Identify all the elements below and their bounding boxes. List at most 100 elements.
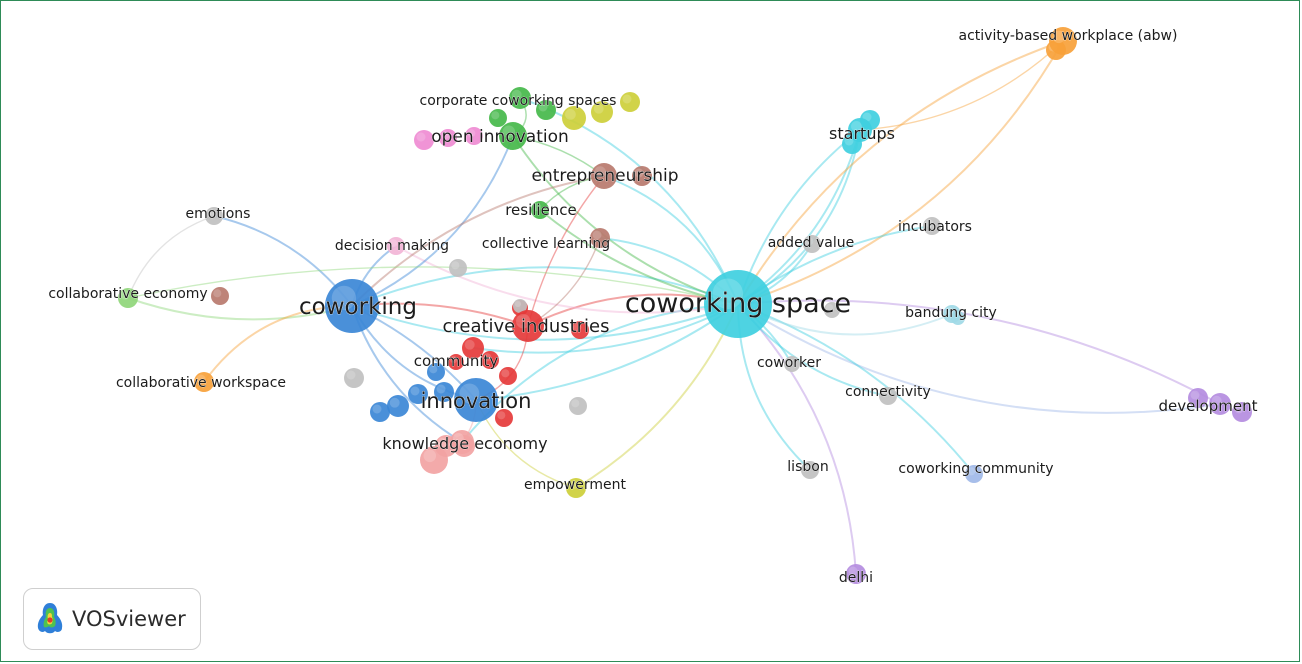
- label-collective-learning[interactable]: collective learning: [482, 236, 611, 253]
- label-knowledge-economy[interactable]: knowledge economy: [382, 434, 548, 454]
- node-minor-highlight: [467, 129, 476, 138]
- label-open-innovation[interactable]: open innovation: [431, 127, 569, 148]
- label-coworking-community[interactable]: coworking community: [898, 461, 1054, 478]
- node-activity-based-workplace[interactable]: [1049, 27, 1077, 55]
- node-creative-industries[interactable]: [512, 310, 544, 342]
- node-coworking[interactable]: [325, 279, 379, 333]
- node-coworking-space[interactable]: [704, 270, 772, 338]
- node-minor[interactable]: [495, 409, 513, 427]
- label-empowerment[interactable]: empowerment: [524, 477, 627, 494]
- label-creative-industries[interactable]: creative industries: [442, 316, 610, 338]
- node-minor[interactable]: [414, 130, 434, 150]
- node-minor[interactable]: [344, 368, 364, 388]
- node-connectivity[interactable]: [879, 387, 897, 405]
- label-collaborative-economy[interactable]: collaborative economy: [48, 286, 208, 303]
- node-minor[interactable]: [387, 395, 409, 417]
- label-delhi[interactable]: delhi: [839, 570, 874, 587]
- node-minor-highlight: [634, 168, 644, 178]
- label-incubators[interactable]: incubators: [898, 219, 973, 236]
- node-minor-highlight: [1190, 390, 1200, 400]
- node-minor[interactable]: [569, 397, 587, 415]
- node-minor[interactable]: [562, 106, 586, 130]
- node-minor-highlight: [451, 261, 460, 270]
- node-open-innovation[interactable]: [499, 122, 527, 150]
- node-minor[interactable]: [591, 101, 613, 123]
- node-minor[interactable]: [465, 127, 483, 145]
- label-added-value[interactable]: added value: [767, 235, 855, 252]
- node-resilience[interactable]: [531, 201, 549, 219]
- label-decision-making[interactable]: decision making: [335, 238, 450, 255]
- node-bandung-city-highlight: [945, 307, 954, 316]
- label-resilience[interactable]: resilience: [505, 201, 577, 220]
- label-entrepreneurship[interactable]: entrepreneurship: [531, 166, 679, 187]
- node-minor[interactable]: [481, 351, 499, 369]
- node-minor-highlight: [423, 449, 437, 463]
- node-minor[interactable]: [571, 321, 589, 339]
- node-startups[interactable]: [848, 118, 872, 142]
- node-innovation[interactable]: [454, 378, 498, 422]
- node-minor[interactable]: [620, 92, 640, 112]
- node-collaborative-workspace[interactable]: [194, 372, 214, 392]
- node-minor[interactable]: [489, 109, 507, 127]
- label-coworker[interactable]: coworker: [757, 355, 822, 372]
- label-connectivity[interactable]: connectivity: [845, 384, 931, 401]
- label-corporate-coworking-spaces[interactable]: corporate coworking spaces: [419, 93, 617, 110]
- node-community[interactable]: [462, 337, 484, 359]
- node-minor[interactable]: [449, 259, 467, 277]
- node-lisbon[interactable]: [801, 461, 819, 479]
- node-minor[interactable]: [1188, 388, 1208, 408]
- node-collaborative-economy[interactable]: [118, 288, 138, 308]
- node-added-value[interactable]: [803, 235, 821, 253]
- node-coworker[interactable]: [784, 356, 800, 372]
- node-decision-making[interactable]: [387, 237, 405, 255]
- label-collaborative-workspace[interactable]: collaborative workspace: [116, 375, 287, 392]
- node-creative-industries-highlight: [516, 314, 531, 329]
- label-coworking-space[interactable]: coworking space: [625, 288, 852, 320]
- node-minor[interactable]: [427, 363, 445, 381]
- node-corporate-coworking-spaces[interactable]: [509, 87, 531, 109]
- node-coworking-community[interactable]: [965, 465, 983, 483]
- label-innovation[interactable]: innovation: [420, 389, 532, 414]
- node-minor-highlight: [450, 356, 458, 364]
- label-bandung-city[interactable]: bandung city: [905, 305, 997, 322]
- node-resilience-highlight: [533, 203, 542, 212]
- node-minor[interactable]: [448, 354, 464, 370]
- node-incubators[interactable]: [923, 217, 941, 235]
- node-minor[interactable]: [632, 166, 652, 186]
- link-startups-activity-based-workplace: [859, 40, 1064, 131]
- node-collaborative-workspace-highlight: [196, 374, 206, 384]
- node-development[interactable]: [1209, 393, 1231, 415]
- node-minor[interactable]: [211, 287, 229, 305]
- node-bandung-city[interactable]: [943, 305, 961, 323]
- node-minor[interactable]: [1232, 402, 1252, 422]
- label-emotions[interactable]: emotions: [185, 206, 251, 223]
- node-minor-highlight: [410, 386, 420, 396]
- label-lisbon[interactable]: lisbon: [787, 459, 829, 476]
- label-coworking[interactable]: coworking: [299, 294, 418, 321]
- label-startups[interactable]: startups: [829, 124, 896, 144]
- node-startups-highlight: [851, 121, 862, 132]
- node-delhi[interactable]: [846, 564, 866, 584]
- node-minor[interactable]: [370, 402, 390, 422]
- node-minor[interactable]: [434, 382, 454, 402]
- node-empowerment[interactable]: [566, 478, 586, 498]
- node-minor-highlight: [571, 399, 580, 408]
- node-entrepreneurship[interactable]: [591, 163, 617, 189]
- node-lisbon-highlight: [803, 463, 812, 472]
- node-minor[interactable]: [513, 299, 527, 313]
- node-innovation-highlight: [459, 383, 480, 404]
- node-knowledge-economy[interactable]: [450, 430, 474, 454]
- node-minor[interactable]: [824, 302, 840, 318]
- node-minor[interactable]: [408, 384, 428, 404]
- label-development[interactable]: development: [1158, 397, 1258, 416]
- link-coworking-space-development: [737, 299, 1221, 405]
- label-community[interactable]: community: [413, 352, 499, 371]
- node-minor[interactable]: [536, 100, 556, 120]
- node-minor[interactable]: [499, 367, 517, 385]
- node-minor[interactable]: [439, 129, 457, 147]
- node-minor-highlight: [416, 132, 426, 142]
- node-collective-learning[interactable]: [590, 228, 610, 248]
- label-activity-based-workplace[interactable]: activity-based workplace (abw): [958, 28, 1178, 45]
- node-emotions[interactable]: [205, 207, 223, 225]
